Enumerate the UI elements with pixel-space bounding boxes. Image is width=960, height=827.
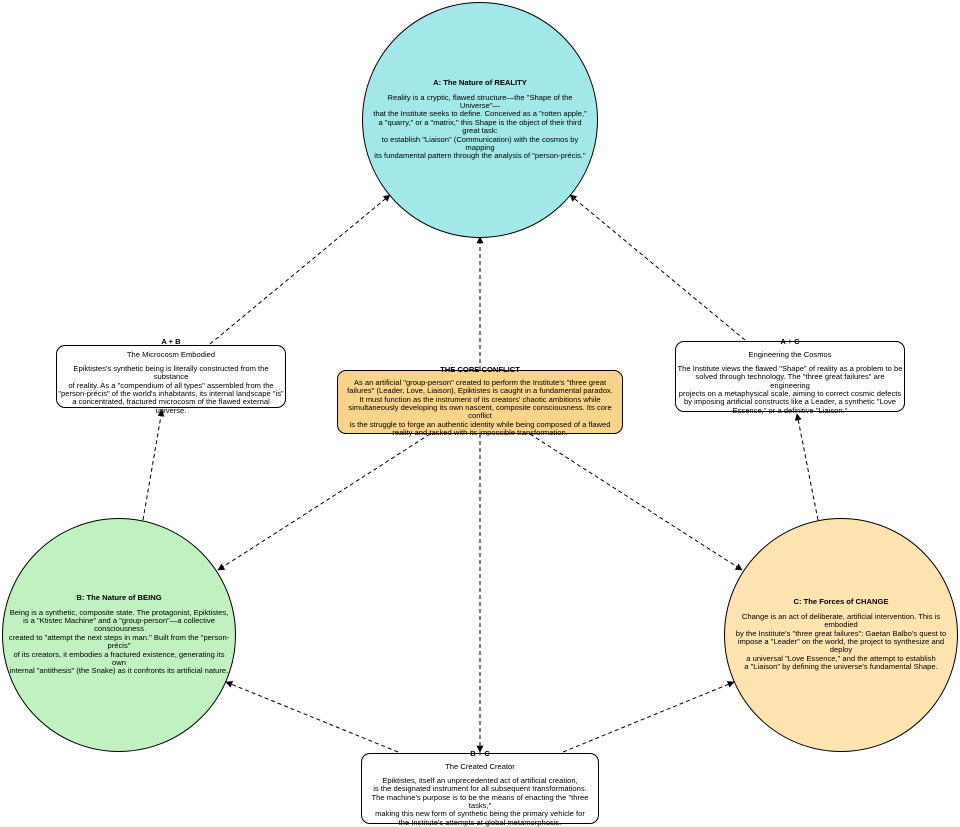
node-bc[interactable]: B + C The Created Creator Epiktistes, it… [361,748,599,827]
node-ac-subtitle: Engineering the Cosmos [748,350,832,360]
node-being-text: Being is a synthetic, composite state. T… [8,607,230,676]
node-change[interactable]: C: The Forces of CHANGE Change is an act… [724,518,958,752]
node-ab-subtitle: The Microcosm Embodied [126,350,216,360]
node-ab[interactable]: A + B The Microcosm Embodied Epiktistes'… [56,337,286,414]
edge-change-to-ac [794,413,819,521]
node-change-text: Change is an act of deliberate, artifici… [735,611,947,672]
node-being[interactable]: B: The Nature of BEING Being is a synthe… [2,518,236,752]
node-bc-title: B + C [470,748,490,758]
node-change-title: C: The Forces of CHANGE [793,597,889,607]
node-reality-text: Reality is a cryptic, flawed structure—t… [373,92,587,161]
edge-ab-to-reality [209,194,391,345]
node-ac-text: The Institute views the flawed "Shape" o… [677,363,903,415]
node-ab-text: Epiktistes's synthetic being is literall… [58,363,284,415]
edge-ac-to-reality [569,194,746,341]
node-core-conflict[interactable]: THE CORE CONFLICT As an artificial "grou… [337,365,623,437]
node-bc-text: Epiktistes, itself an unprecedented act … [371,775,589,827]
node-ac-title: A + C [780,336,800,346]
node-reality-title: A: The Nature of REALITY [433,78,527,88]
node-ab-title: A + B [161,336,181,346]
node-being-title: B: The Nature of BEING [76,593,162,603]
edge-core-to-being [217,433,431,571]
edge-bc-to-being [225,681,399,753]
node-ac[interactable]: A + C Engineering the Cosmos The Institu… [675,336,905,415]
edge-bc-to-change [562,681,735,753]
edge-being-to-ab [142,409,165,521]
node-core-text: As an artificial "group-person" created … [347,377,613,438]
edge-core-to-change [529,433,743,571]
node-bc-subtitle: The Created Creator [445,762,515,772]
node-reality[interactable]: A: The Nature of REALITY Reality is a cr… [362,2,598,238]
node-core-title: THE CORE CONFLICT [440,365,520,375]
